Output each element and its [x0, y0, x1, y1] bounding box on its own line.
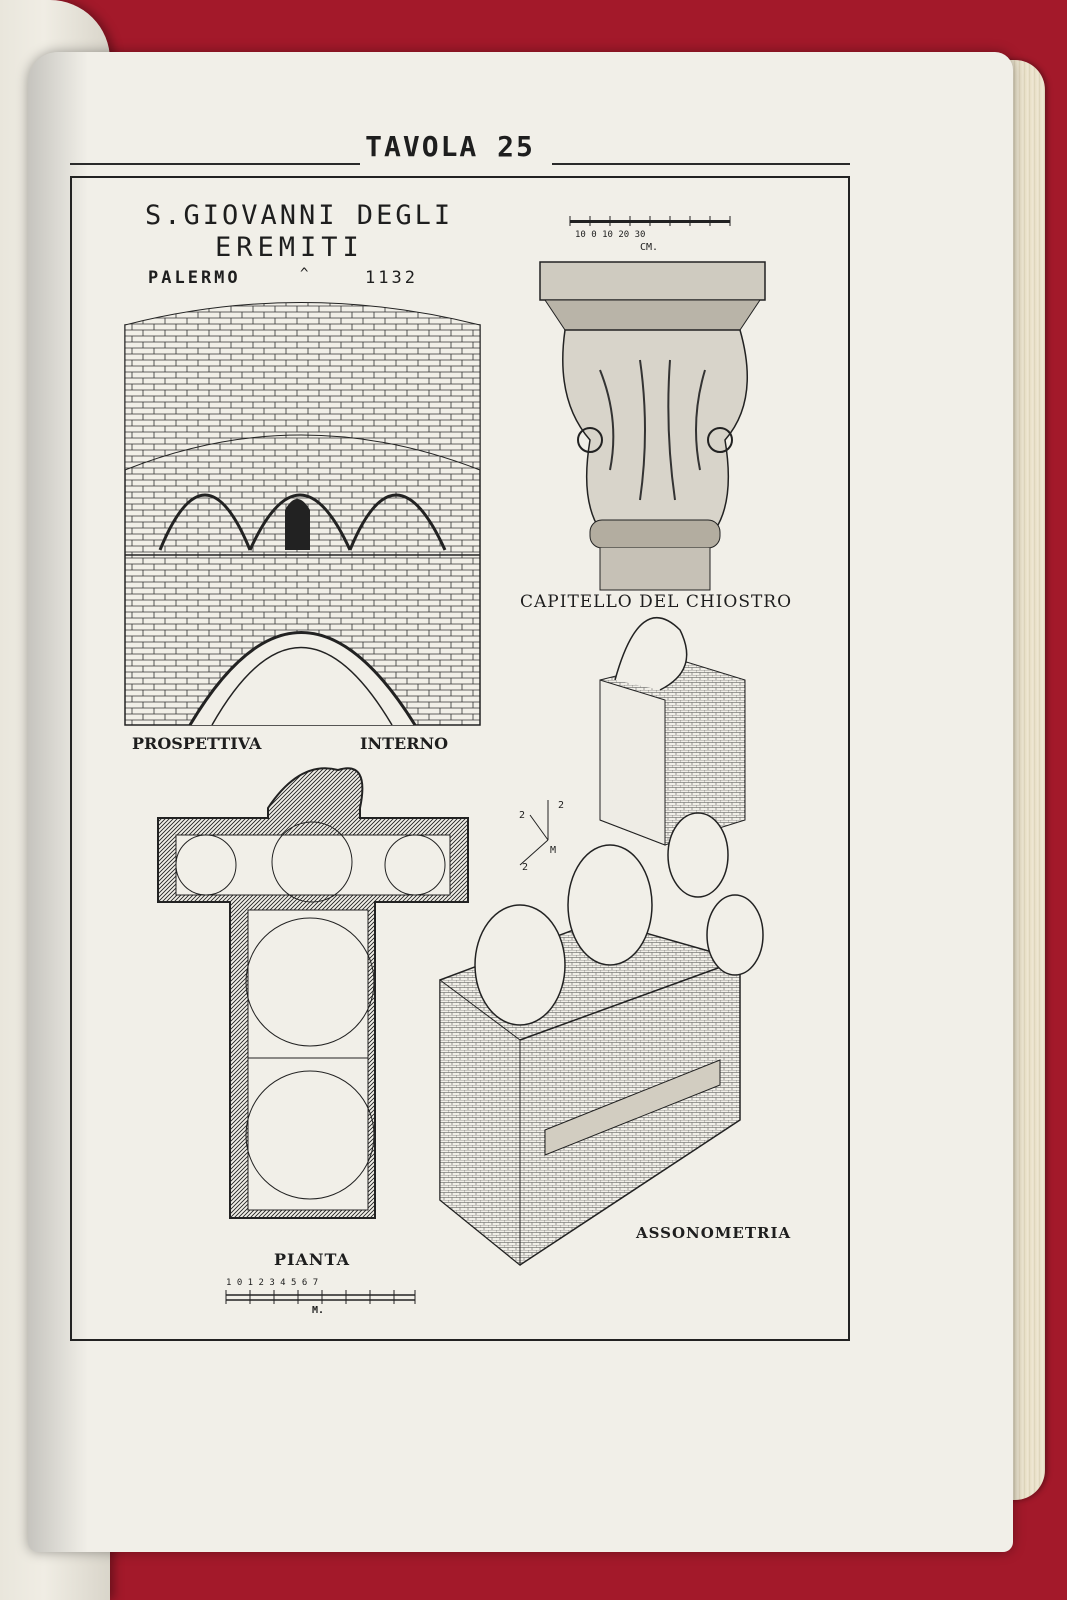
- cloister-capital: [539, 216, 766, 591]
- axis-label-c: M: [550, 845, 557, 856]
- capital-caption: CAPITELLO DEL CHIOSTRO: [520, 592, 793, 612]
- plate-number: TAVOLA 25: [365, 130, 535, 163]
- drawing-frame: [70, 176, 850, 1341]
- scale-bar-meters: [225, 1290, 416, 1304]
- interior-caption: INTERNO: [360, 734, 449, 753]
- scale-cm-unit: CM.: [640, 242, 659, 253]
- plate-title-line1: S.GIOVANNI DEGLI: [145, 200, 454, 231]
- axonometric-caption: ASSONOMETRIA: [636, 1224, 792, 1242]
- axis-label-a: 2: [558, 800, 565, 811]
- spine-shadow: [28, 52, 88, 1552]
- plate-year: 1132: [365, 268, 418, 288]
- scale-m-ticks: 1 0 1 2 3 4 5 6 7: [226, 1278, 319, 1288]
- interior-perspective: [124, 302, 481, 726]
- axis-label-b: 2: [519, 810, 526, 821]
- header-rule-right: [552, 163, 850, 165]
- perspective-caption: PROSPETTIVA: [132, 734, 262, 753]
- floor-plan: [157, 767, 469, 1219]
- axonometric-view: [439, 617, 764, 1267]
- plate-title-line2: EREMITI: [215, 232, 364, 263]
- place-year-separator: ^: [300, 266, 309, 282]
- plate-place: PALERMO: [148, 268, 241, 288]
- plan-caption: PIANTA: [274, 1250, 350, 1269]
- header-rule-left: [70, 163, 360, 165]
- scale-cm-ticks: 10 0 10 20 30: [575, 230, 646, 240]
- scale-m-unit: M.: [312, 1305, 325, 1316]
- axis-label-d: 2: [522, 862, 529, 873]
